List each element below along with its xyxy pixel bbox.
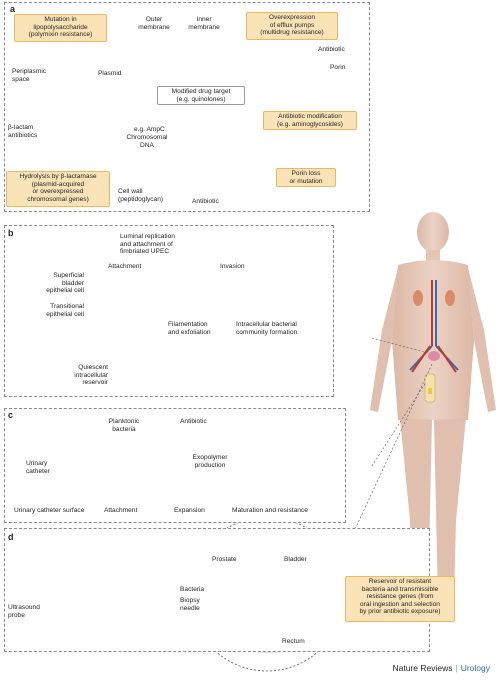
- panel-c-label: c: [8, 410, 14, 420]
- journal-credit: Nature Reviews|Urology: [392, 663, 490, 673]
- panel-b-label: b: [8, 228, 14, 238]
- efflux-box: Overexpression of efflux pumps (multidru…: [246, 12, 338, 40]
- modified-target-box: Modified drug target (e.g. quinolones): [157, 86, 245, 105]
- hydrolysis-box: Hydrolysis by β-lactamase (plasmid-acqui…: [6, 171, 110, 207]
- porin-loss-box: Porin loss or mutation: [276, 168, 336, 187]
- panel-a-label: a: [10, 4, 16, 14]
- prostate-label: Prostate: [212, 556, 237, 563]
- rectum-label: Rectum: [282, 638, 305, 645]
- maturation-label: Maturation and resistance: [232, 507, 308, 514]
- planktonic-label: Planktonic bacteria: [108, 418, 140, 433]
- transitional-label: Transitional epithelial cell: [46, 303, 84, 318]
- outer-membrane-label: Outer membrane: [138, 16, 170, 31]
- antibiotic-bottom-label: Antibiotic: [192, 198, 219, 205]
- quiescent-label: Quiescent intracellular reservoir: [74, 364, 108, 387]
- porin-label: Porin: [330, 64, 346, 71]
- beta-lactam-label: β-lactam antibiotics: [8, 124, 38, 139]
- ibc-label: Intracellular bacterial community format…: [236, 321, 298, 336]
- plasmid-label: Plasmid: [98, 70, 122, 77]
- urinary-catheter-label: Urinary catheter: [26, 460, 50, 475]
- attachment-b-label: Attachment: [108, 263, 142, 270]
- periplasmic-label: Periplasmic space: [12, 68, 47, 83]
- catheter-surface-label: Urinary catheter surface: [14, 507, 85, 514]
- inner-membrane-label: Inner membrane: [188, 16, 220, 31]
- cell-wall-label: Cell wall (peptidoglycan): [118, 188, 164, 203]
- credit-separator: |: [455, 663, 458, 673]
- connector-lines: [349, 337, 433, 541]
- antibiotic-modification-box: Antibiotic modification (e.g. aminoglyco…: [263, 111, 357, 130]
- ampc-label: e.g. AmpC: [134, 126, 165, 133]
- luminal-label: Luminal replication and attachment of fi…: [120, 233, 175, 256]
- biopsy-needle-label: Biopsy needle: [180, 597, 200, 612]
- invasion-label: Invasion: [220, 263, 245, 270]
- expansion-label: Expansion: [174, 507, 205, 514]
- filamentation-label: Filamentation and exfoliation: [168, 321, 211, 336]
- bladder-label: Bladder: [284, 556, 307, 563]
- attachment-c-label: Attachment: [104, 507, 138, 514]
- panel-b: [4, 225, 334, 397]
- chromosomal-dna-label: Chromosomal DNA: [126, 134, 168, 149]
- panel-d-label: d: [8, 532, 14, 542]
- journal-subject: Urology: [460, 663, 490, 673]
- lps-mutation-box: Mutation in lipopolysaccharide (polymixi…: [14, 14, 107, 42]
- superficial-label: Superficial bladder epithelial cell: [46, 272, 84, 295]
- reservoir-box: Reservoir of resistant bacteria and tran…: [345, 576, 455, 622]
- panel-c: [4, 408, 346, 523]
- bacteria-label: Bacteria: [180, 586, 205, 593]
- journal-name: Nature Reviews: [392, 663, 453, 673]
- antibiotic-c-label: Antibiotic: [180, 418, 207, 425]
- exopolymer-label: Exopolymer production: [192, 454, 228, 469]
- ultrasound-probe-label: Ultrasound probe: [8, 604, 40, 619]
- antibiotic-right-label: Antibiotic: [318, 46, 345, 53]
